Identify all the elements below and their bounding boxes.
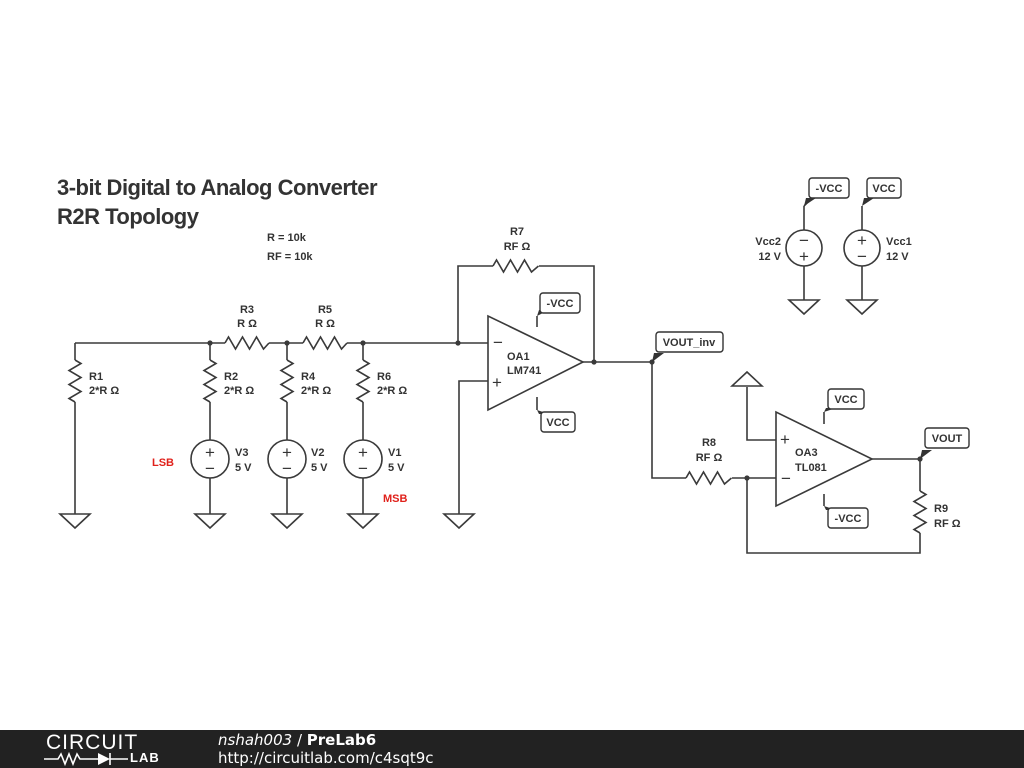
svg-text:+: + [857,231,867,250]
resistor-r9[interactable]: R9 RF Ω [912,490,961,534]
resistor-r8[interactable]: R8 RF Ω [685,437,733,486]
r7-name: R7 [510,226,524,238]
svg-text:−: − [358,459,368,478]
oa1-name: OA1 [507,351,530,363]
r2-name: R2 [224,371,238,383]
supply-source-vcc2[interactable]: − + Vcc2 12 V [755,229,823,267]
net-flag-negvcc-oa1[interactable]: -VCC [537,292,581,316]
net-flag-negvcc-vcc2[interactable]: -VCC [803,177,850,207]
v1-name: V1 [388,447,401,459]
net-flag-vcc-oa3[interactable]: VCC [824,388,865,412]
junctions [207,340,923,481]
circuitlab-logo-icon [44,752,128,766]
wires [74,206,921,554]
opamp-oa3[interactable]: + − OA3 TL081 [775,410,874,508]
circuitlab-logo-text[interactable]: CIRCUIT [46,731,139,754]
voltage-source-v2[interactable]: + − V2 5 V [267,439,328,479]
svg-text:+: + [492,373,502,392]
svg-text:−: − [781,469,791,488]
r7-value: RF Ω [504,241,531,253]
r5-name: R5 [318,304,332,316]
oa3-model: TL081 [795,462,827,474]
author-separator: / [292,731,307,749]
r2-value: 2*R Ω [224,385,254,397]
vcc2-name: Vcc2 [755,236,781,248]
v3-name: V3 [235,447,248,459]
v1-value: 5 V [388,462,405,474]
r9-name: R9 [934,503,948,515]
svg-text:−: − [205,459,215,478]
svg-text:−: − [282,459,292,478]
r8-name: R8 [702,437,716,449]
supply-source-vcc1[interactable]: + − Vcc1 12 V [843,229,912,267]
r1-value: 2*R Ω [89,385,119,397]
net-flag-vout-inv[interactable]: VOUT_inv [652,331,724,362]
r8-value: RF Ω [696,452,723,464]
net-flag-vout[interactable]: VOUT [920,427,970,459]
title-line-2: R2R Topology [57,204,200,229]
note-r-value: R = 10k [267,232,307,244]
circuitlab-logo-sub: LAB [130,750,160,765]
author-line: nshah003 / PreLab6 [218,731,376,749]
lsb-label: LSB [152,457,174,469]
vcc1-value: 12 V [886,251,909,263]
flag-negvcc-oa3-text: -VCC [835,513,862,525]
flag-vcc-oa1-text: VCC [546,417,569,429]
r6-name: R6 [377,371,391,383]
vcc1-name: Vcc1 [886,236,912,248]
svg-text:+: + [358,443,368,462]
voltage-source-v3[interactable]: + − V3 5 V [190,439,252,479]
msb-label: MSB [383,493,408,505]
opamp-oa1[interactable]: − + OA1 LM741 [487,314,585,412]
oa1-model: LM741 [507,365,541,377]
svg-text:+: + [799,247,809,266]
note-rf-value: RF = 10k [267,251,313,263]
resistor-r1[interactable]: R1 2*R Ω [67,359,119,403]
resistor-r6[interactable]: R6 2*R Ω [355,359,407,403]
ground-symbols [57,299,880,530]
footer-bar: CIRCUIT LAB nshah003 / PreLab6 http://ci… [0,730,1024,768]
v3-value: 5 V [235,462,252,474]
r4-value: 2*R Ω [301,385,331,397]
resistor-r4[interactable]: R4 2*R Ω [279,359,331,403]
svg-text:+: + [282,443,292,462]
r5-value: R Ω [315,318,335,330]
r4-name: R4 [301,371,316,383]
svg-text:+: + [780,430,790,449]
r3-value: R Ω [237,318,257,330]
schematic-canvas: 3-bit Digital to Analog Converter R2R To… [57,175,970,554]
project-url[interactable]: http://circuitlab.com/c4sqt9c [218,749,434,767]
resistor-r5[interactable]: R5 R Ω [302,304,348,351]
flag-vout-text: VOUT [932,433,963,445]
flag-negvcc-vcc2-text: -VCC [816,183,843,195]
flag-vout-inv-text: VOUT_inv [663,337,716,349]
flag-vcc-oa3-text: VCC [834,394,857,406]
r6-value: 2*R Ω [377,385,407,397]
project-title[interactable]: PreLab6 [306,731,377,749]
net-flag-vcc-oa1[interactable]: VCC [537,410,576,433]
title-line-1: 3-bit Digital to Analog Converter [57,175,378,200]
vcc2-value: 12 V [758,251,781,263]
svg-text:+: + [205,443,215,462]
r3-name: R3 [240,304,254,316]
net-flag-vcc-vcc1[interactable]: VCC [862,177,902,206]
svg-text:−: − [799,231,809,250]
resistor-r3[interactable]: R3 R Ω [224,304,270,351]
r1-name: R1 [89,371,103,383]
voltage-source-v1[interactable]: + − V1 5 V [343,439,405,479]
resistor-r7[interactable]: R7 RF Ω [492,226,540,274]
v2-value: 5 V [311,462,328,474]
resistor-r2[interactable]: R2 2*R Ω [202,359,254,403]
svg-text:−: − [857,247,867,266]
flag-negvcc-oa1-text: -VCC [547,298,574,310]
svg-text:−: − [493,333,503,352]
author-user-link[interactable]: nshah003 [218,731,293,749]
v2-name: V2 [311,447,324,459]
flag-vcc-vcc1-text: VCC [872,183,895,195]
net-flag-negvcc-oa3[interactable]: -VCC [824,506,869,529]
oa3-name: OA3 [795,447,818,459]
r9-value: RF Ω [934,518,961,530]
